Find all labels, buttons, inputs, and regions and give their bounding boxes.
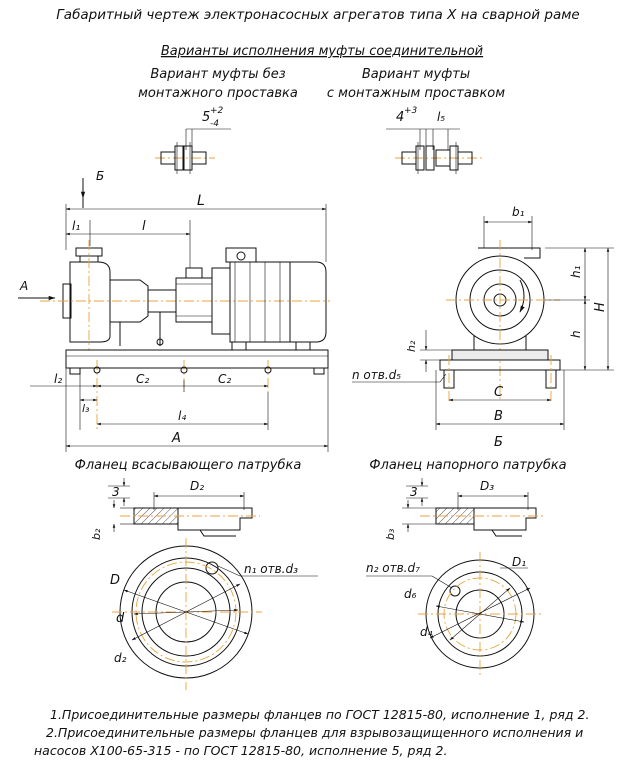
coupling-variant2-line1: Вариант муфты	[362, 67, 470, 82]
view-arrow-b-label: Б	[96, 169, 104, 183]
dimension-l4-label: l₄	[178, 409, 186, 423]
terminal-box	[225, 247, 257, 263]
discharge-flange-holes-label: n₂ отв.d₇	[366, 561, 420, 575]
note-line-1: 1.Присоединительные размеры фланцев по Г…	[50, 707, 589, 722]
coupling-gap2-value: 4	[396, 110, 404, 125]
suction-flange-D-label: D	[110, 573, 120, 588]
suction-flange-title: Фланец всасывающего патрубка	[75, 458, 302, 473]
coupling-variant1-line2: монтажного проставка	[138, 86, 298, 101]
coupling-gap1-lower: -4	[210, 119, 219, 129]
end-base-frame	[451, 349, 549, 361]
notes: 1.Присоединительные размеры фланцев по Г…	[34, 707, 589, 758]
dimension-l3-label: l₃	[82, 402, 90, 415]
coupling-variant1-sketch	[155, 142, 215, 174]
suction-bolt-hole	[205, 561, 219, 575]
dimension-b1-label: b₁	[512, 205, 525, 219]
suction-flange-section: 3 D₂ b₂	[90, 478, 260, 540]
discharge-flange-D1-label: D₁	[512, 555, 526, 569]
discharge-flange-title: Фланец напорного патрубка	[369, 458, 566, 473]
coupling-variant2-sketch	[395, 142, 485, 174]
discharge-flange-D3-label: D₃	[480, 479, 494, 493]
suction-flange-holes-label: n₁ отв.d₃	[244, 562, 298, 576]
end-view: b₁ h₁ H h h₂ n отв.d₅	[352, 205, 614, 450]
coupling-variant2-line2: с монтажным проставком	[327, 86, 505, 101]
discharge-flange-d4-label: d₄	[420, 625, 433, 639]
dimension-c2-first-label: C₂	[136, 372, 149, 386]
dimension-B-label: B	[494, 409, 503, 424]
coupling-guard	[175, 277, 213, 323]
motor	[211, 247, 327, 351]
bearing-bracket	[109, 279, 149, 323]
discharge-flange-b3-label: b₃	[384, 528, 397, 540]
side-view: Б L l₁ l	[18, 169, 330, 452]
suction-flange-d2-label: d₂	[114, 651, 127, 665]
dimension-l1-label: l₁	[72, 219, 80, 233]
end-discharge-nozzle	[478, 247, 541, 259]
dimension-l-label: l	[142, 219, 146, 234]
end-holes-label: n отв.d₅	[352, 368, 401, 382]
dimension-h-label: h	[569, 330, 583, 338]
dimension-A-label: A	[171, 431, 181, 446]
dimension-L-label: L	[197, 193, 205, 209]
drawing-title: Габаритный чертеж электронасосных агрега…	[56, 7, 579, 23]
coupling-gap1-upper: +2	[210, 106, 224, 116]
dimension-H-label: H	[593, 302, 608, 312]
coupling-variant1-line1: Вариант муфты без	[150, 67, 285, 82]
coupling-gap1-value: 5	[202, 110, 210, 125]
suction-flange-D2-label: D₂	[190, 479, 204, 493]
dimension-l2-label: l₂	[54, 372, 62, 386]
dimension-h2-label: h₂	[405, 340, 418, 352]
pump-volute	[69, 261, 111, 343]
suction-flange-b2-label: b₂	[90, 528, 103, 540]
discharge-flange-section: 3 D₃ b₃	[384, 478, 546, 540]
dimension-c2-second-label: C₂	[218, 372, 231, 386]
dimension-h1-label: h₁	[569, 265, 583, 278]
suction-flange-d-label: d	[116, 611, 125, 626]
coupling-l5-label: l₅	[437, 110, 445, 124]
coupling-heading: Варианты исполнения муфты соединительной	[161, 44, 483, 59]
suction-flange-face: D d d₂ n₁ отв.d₃	[110, 538, 318, 690]
base-frame	[65, 349, 329, 369]
view-arrow-a-label: A	[19, 279, 28, 293]
discharge-flange-3-label: 3	[410, 485, 418, 499]
discharge-flange-face: n₂ отв.d₇ D₁ d₆ d₄	[366, 552, 542, 676]
coupling-gap2-upper: +3	[404, 106, 418, 116]
note-line-3: насосов Х100-65-315 - по ГОСТ 12815-80, …	[34, 743, 447, 758]
note-line-2: 2.Присоединительные размеры фланцев для …	[46, 725, 583, 740]
discharge-flange-d6-label: d₆	[404, 587, 417, 601]
coupling-variants: Варианты исполнения муфты соединительной…	[138, 44, 505, 174]
end-view-caption: Б	[494, 435, 503, 450]
suction-flange-3-label: 3	[112, 485, 120, 499]
dimension-C-label: C	[494, 385, 504, 400]
